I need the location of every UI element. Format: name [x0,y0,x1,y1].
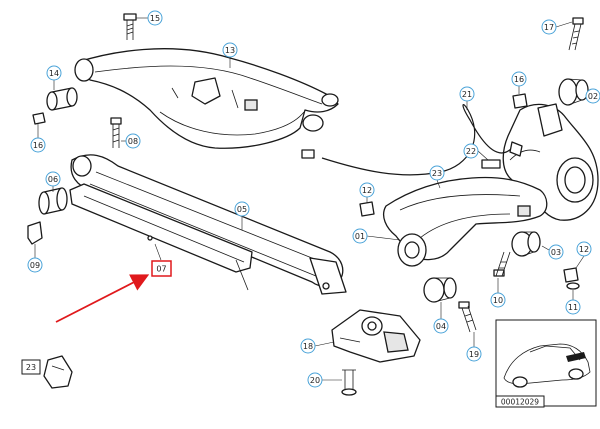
svg-text:01: 01 [355,232,365,241]
nut-16-left [32,112,46,125]
bushing-14 [46,87,78,111]
nut-12-right [563,267,579,283]
bolt-10 [493,251,511,277]
svg-text:03: 03 [551,248,561,257]
lower-link-05 [70,154,347,295]
bolt-19 [458,301,477,333]
callout-11: 11 [565,290,581,315]
svg-text:20: 20 [310,376,320,385]
svg-text:16: 16 [33,141,43,150]
svg-text:12: 12 [579,245,589,254]
bushing-04 [423,277,457,303]
svg-text:13: 13 [225,46,235,55]
callout-05: 05 [234,201,250,230]
bushing-06 [38,187,68,215]
callout-23-clip: 23 [21,359,41,375]
bushing-02 [558,78,589,106]
svg-text:21: 21 [462,90,472,99]
mount-bracket-18 [331,309,421,363]
svg-text:11: 11 [568,303,578,312]
svg-text:05: 05 [237,205,247,214]
svg-text:02: 02 [588,92,598,101]
callout-19: 19 [466,332,482,362]
callout-20: 20 [307,372,342,388]
svg-text:18: 18 [303,342,313,351]
svg-text:04: 04 [436,322,446,331]
callout-23-arm: 23 [429,165,445,189]
callout-08: 08 [121,133,141,149]
callout-10: 10 [490,278,506,308]
svg-text:08: 08 [128,137,138,146]
callout-16-left: 16 [30,124,46,153]
callout-07: 07 [151,243,172,277]
sensor-wire-21 [301,103,523,176]
svg-text:07: 07 [156,265,166,274]
svg-text:23: 23 [26,363,36,372]
callout-16-right: 16 [511,71,527,94]
svg-text:17: 17 [544,23,554,32]
callout-14: 14 [46,65,62,90]
bolt-15 [123,13,137,40]
callout-02: 02 [585,88,600,104]
callout-09: 09 [27,244,43,273]
svg-text:16: 16 [514,75,524,84]
bolt-17 [568,17,584,51]
svg-text:09: 09 [30,261,40,270]
clip-23 [43,355,73,389]
svg-text:12: 12 [362,186,372,195]
clip-09 [27,221,43,245]
svg-text:15: 15 [150,14,160,23]
callout-13: 13 [222,42,238,68]
nut-12-left [359,201,375,217]
callout-18: 18 [300,338,335,354]
callout-12-right: 12 [575,241,592,269]
bushing-03 [511,231,541,257]
callout-06: 06 [45,171,61,192]
callout-22: 22 [463,143,489,161]
callout-12-left: 12 [359,182,375,203]
bolt-20 [341,369,357,396]
svg-text:14: 14 [49,69,59,78]
upper-control-arm [74,48,339,149]
svg-text:19: 19 [469,350,479,359]
highlight-arrow [55,274,150,323]
callout-21: 21 [459,86,475,110]
nut-16-right [512,93,528,109]
svg-text:22: 22 [466,147,476,156]
svg-text:10: 10 [493,296,503,305]
washer-11 [566,282,580,290]
callout-01: 01 [352,228,401,244]
svg-text:23: 23 [432,169,442,178]
connector-22 [481,159,501,169]
callout-17: 17 [541,19,573,35]
vehicle-inset: 00012029 [495,319,597,408]
bolt-08 [110,117,122,148]
callout-15: 15 [136,10,163,26]
svg-text:06: 06 [48,175,58,184]
callout-04: 04 [433,302,449,334]
shield-07 [69,183,253,291]
callout-03: 03 [541,244,564,260]
inset-code: 00012029 [501,398,539,407]
lower-arm [382,176,548,267]
